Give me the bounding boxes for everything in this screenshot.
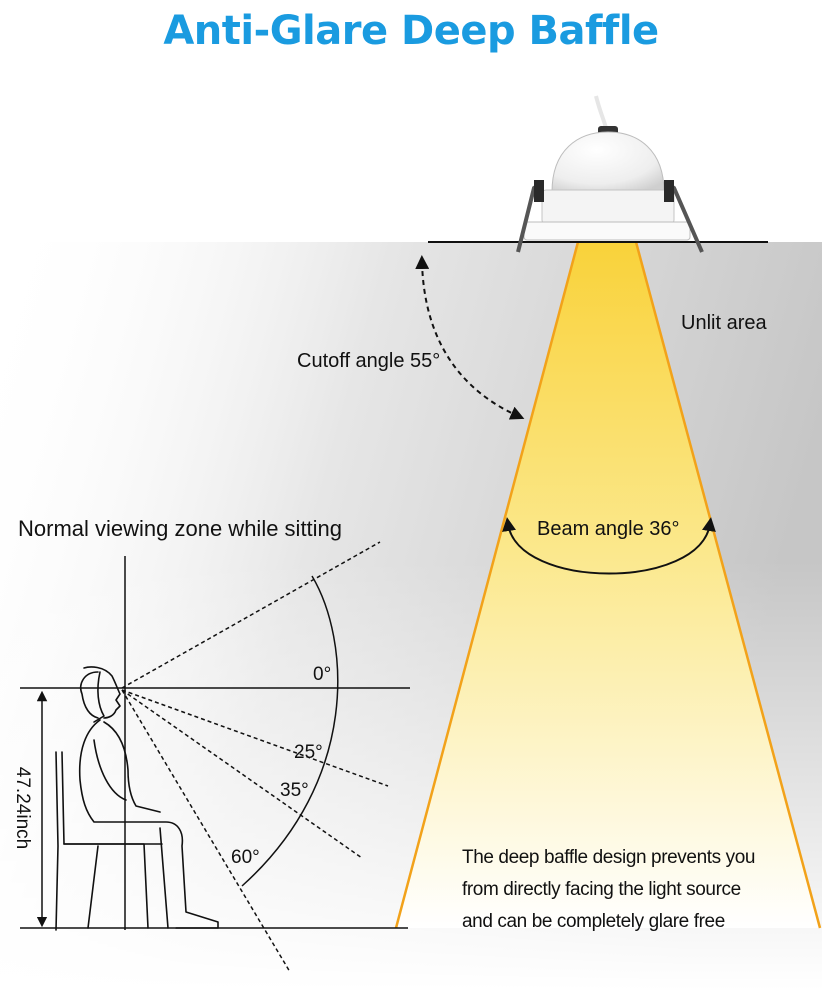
beam-angle-label: Beam angle 36° — [537, 518, 680, 540]
cutoff-angle-arrow — [415, 255, 525, 420]
viewing-zone-label: Normal viewing zone while sitting — [18, 516, 343, 541]
note-line-2: from directly facing the light source — [462, 879, 741, 900]
viewing-zone-lines — [20, 541, 410, 973]
downlight-fixture-icon — [516, 95, 704, 253]
cutoff-angle-label: Cutoff angle 55° — [297, 350, 441, 372]
angle-0-label: 0° — [313, 664, 332, 685]
seated-person-icon — [55, 666, 219, 931]
angle-60-label: 60° — [231, 847, 260, 868]
height-label: 47.24inch — [12, 766, 34, 850]
beam-angle-arrow — [502, 517, 716, 575]
angle-25-label: 25° — [294, 742, 323, 763]
note-line-3: and can be completely glare free — [462, 911, 725, 932]
angle-35-label: 35° — [280, 780, 309, 801]
baffle-note: The deep baffle design prevents you from… — [462, 842, 812, 938]
unlit-area-label: Unlit area — [681, 312, 767, 334]
light-beam — [394, 241, 822, 929]
note-line-1: The deep baffle design prevents you — [462, 847, 756, 868]
page-title: Anti-Glare Deep Baffle — [163, 8, 659, 54]
